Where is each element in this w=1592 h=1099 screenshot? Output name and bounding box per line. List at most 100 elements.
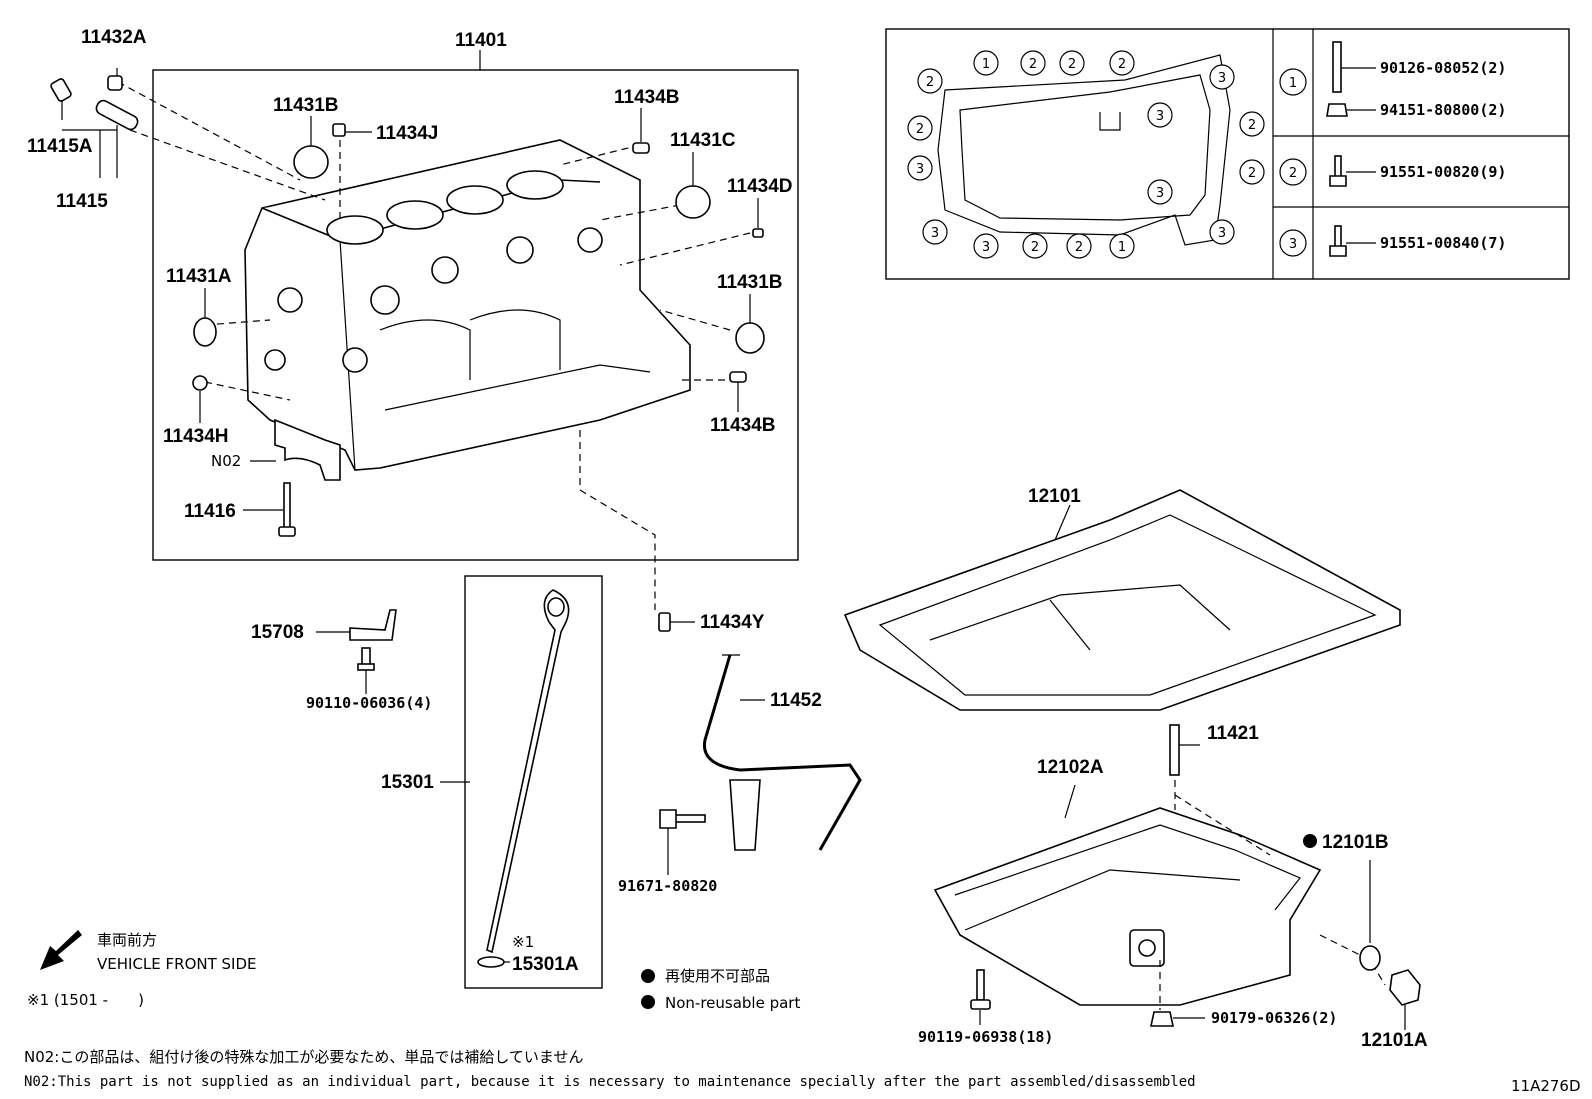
gasket-marker-circle xyxy=(1059,50,1085,76)
bolt-part-90126: 90126-08052(2) xyxy=(1380,59,1506,77)
gasket-marker-circle xyxy=(1209,219,1235,245)
gasket-marker-left-2: 3 xyxy=(916,162,924,177)
gasket-marker-circle xyxy=(907,115,933,141)
bolt-layout-frame xyxy=(885,28,1570,280)
fitting-11432A xyxy=(107,75,123,91)
vehicle-front-arrow-icon xyxy=(40,930,82,970)
direction-jp: 車両前方 xyxy=(97,931,157,949)
label-11415A: 11415A xyxy=(27,136,93,157)
label-11452: 11452 xyxy=(770,690,822,711)
seal-11431A xyxy=(193,317,217,347)
engine-block-frame xyxy=(152,69,799,561)
label-12101A: 12101A xyxy=(1361,1030,1428,1051)
label-11434B-right: 11434B xyxy=(710,415,776,436)
nut-90179 xyxy=(1150,1011,1174,1027)
gasket-marker-right-1: 3 xyxy=(1156,109,1164,124)
label-11415: 11415 xyxy=(56,191,108,212)
non-reusable-mark-12101B xyxy=(1303,834,1317,848)
gasket-marker-circle xyxy=(1020,50,1046,76)
bolt-key-2: 2 xyxy=(1289,166,1297,181)
gasket-marker-bottom-3: 1 xyxy=(1118,240,1126,255)
pin-11434B-top xyxy=(632,142,650,154)
gasket-marker-circle xyxy=(973,50,999,76)
label-11401: 11401 xyxy=(455,30,507,51)
bolt-table: 1 2 3 90126-08052(2) 94151-80800(2) 9155… xyxy=(1279,41,1506,257)
upper-oil-pan-12101 xyxy=(843,489,1401,711)
o-ring-15301A xyxy=(477,956,505,968)
gasket-marker-circle xyxy=(1147,179,1173,205)
pin-11434B-right xyxy=(729,371,747,383)
gasket-marker-circle xyxy=(1109,50,1135,76)
gasket-marker-circle xyxy=(1066,233,1092,259)
gasket-marker-bottom-2: 2 xyxy=(1075,240,1083,255)
dipstick-15301 xyxy=(486,589,570,954)
bolt-part-94151: 94151-80800(2) xyxy=(1380,101,1506,119)
label-11434D: 11434D xyxy=(727,176,793,197)
pipe-11415 xyxy=(95,99,139,131)
non-reusable-bullet-icon xyxy=(641,969,655,983)
label-90179: 90179-06326(2) xyxy=(1211,1009,1337,1027)
gasket-marker-right-2: 2 xyxy=(1248,118,1256,133)
label-n02-tag: N02 xyxy=(211,452,241,470)
gasket-marker-top-2: 2 xyxy=(1068,57,1076,72)
gasket-marker-circle xyxy=(1209,64,1235,90)
lower-oil-pan-12102A xyxy=(933,807,1322,1006)
bolt-part-91551-00820: 91551-00820(9) xyxy=(1380,163,1506,181)
gasket-marker-top-3: 2 xyxy=(1118,57,1126,72)
legend-en: Non-reusable part xyxy=(665,994,800,1012)
dipstick-frame xyxy=(464,575,603,989)
label-11421: 11421 xyxy=(1207,723,1259,744)
bolt-key-1: 1 xyxy=(1289,76,1297,91)
bolt-part-91551-00840: 91551-00840(7) xyxy=(1380,234,1506,252)
note-en: N02:This part is not supplied as an indi… xyxy=(24,1074,1196,1090)
pin-11434Y xyxy=(658,612,671,632)
cylinder-block-drawing xyxy=(244,139,691,471)
gasket-marker-circle xyxy=(917,68,943,94)
gasket-marker-circle xyxy=(1022,233,1048,259)
gasket-marker-circle xyxy=(1109,233,1135,259)
pin-11434D xyxy=(752,228,764,238)
gasket-marker-circle xyxy=(1239,111,1265,137)
fitting-11415A xyxy=(50,78,72,102)
label-11431B-top: 11431B xyxy=(273,95,339,116)
label-15301A: 15301A xyxy=(512,954,579,975)
label-mark1: ※1 xyxy=(512,933,534,951)
label-90110: 90110-06036(4) xyxy=(306,694,432,712)
gasket-marker-right-5: 3 xyxy=(1218,226,1226,241)
gasket-marker-bottom-0: 3 xyxy=(982,240,990,255)
footnote-range: ※1 (1501 - ) xyxy=(27,991,144,1009)
bolt-90119 xyxy=(976,969,985,1001)
label-90119: 90119-06938(18) xyxy=(918,1028,1053,1046)
label-12101B: 12101B xyxy=(1322,832,1389,853)
gasket-marker-top-1: 2 xyxy=(1029,57,1037,72)
legend-jp: 再使用不可部品 xyxy=(665,967,770,985)
seal-11431B-right xyxy=(735,322,765,354)
label-12101: 12101 xyxy=(1028,486,1081,507)
label-11416: 11416 xyxy=(184,501,236,522)
label-11432A: 11432A xyxy=(81,27,147,48)
label-11431B-right: 11431B xyxy=(717,272,783,293)
gasket-marker-bottom-1: 2 xyxy=(1031,240,1039,255)
label-12102A: 12102A xyxy=(1037,757,1104,778)
guide-tube-11452 xyxy=(702,654,862,851)
plug-11431C xyxy=(675,185,711,219)
label-11431A: 11431A xyxy=(166,266,232,287)
bracket-15708 xyxy=(349,609,397,641)
gasket-marker-circle xyxy=(1147,102,1173,128)
label-11431C: 11431C xyxy=(670,130,736,151)
note-jp: N02:この部品は、組付け後の特殊な加工が必要なため、単品では補給していません xyxy=(24,1048,583,1066)
plug-11431B-top xyxy=(293,145,329,179)
direction-en: VEHICLE FRONT SIDE xyxy=(97,955,257,973)
gasket-marker-circle xyxy=(907,155,933,181)
bearing-cap xyxy=(274,418,341,481)
gasket-outline xyxy=(937,54,1231,246)
label-91671: 91671-80820 xyxy=(618,877,717,895)
bolt-key-3: 3 xyxy=(1289,237,1297,252)
gasket-12101B xyxy=(1359,945,1381,971)
stud-11421 xyxy=(1169,724,1180,776)
pin-11434J xyxy=(332,123,346,137)
gasket-marker-circle xyxy=(1239,159,1265,185)
label-15301: 15301 xyxy=(381,772,434,793)
